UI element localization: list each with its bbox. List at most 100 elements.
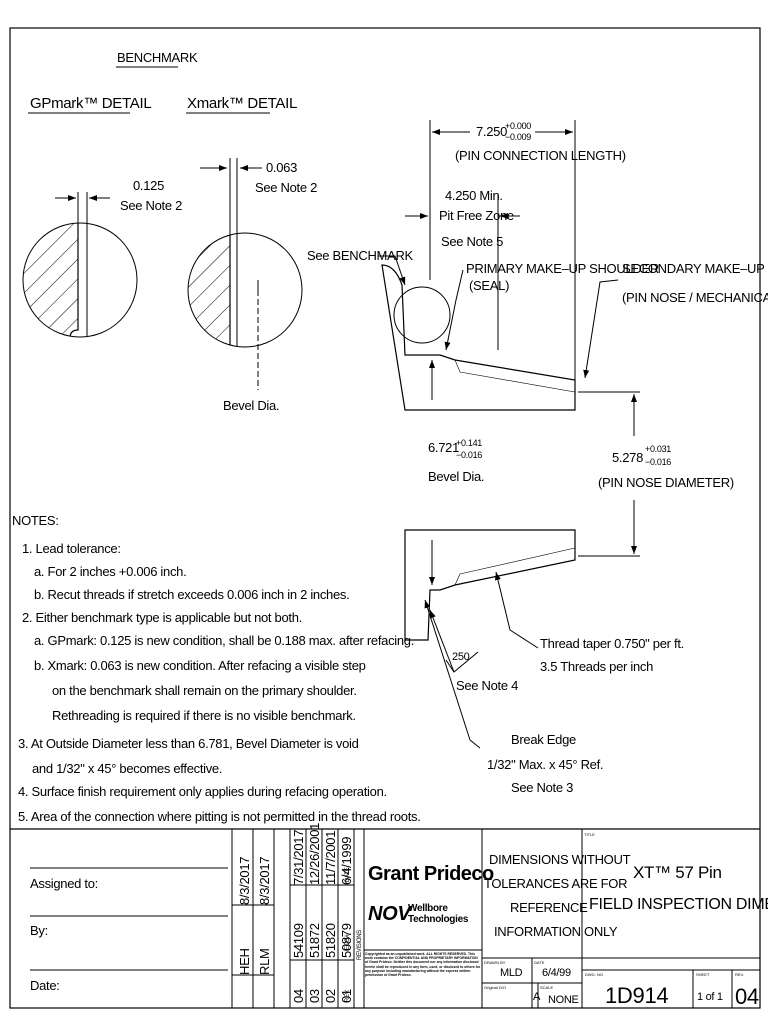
bevel-label: Bevel Dia. [428, 469, 484, 484]
pit-free-note: See Note 5 [441, 234, 503, 249]
revisions-header: REVISIONS [357, 930, 363, 960]
note-line: and 1/32" x 45° becomes effective. [32, 761, 222, 776]
tolerance-note: REFERENCE [510, 900, 588, 915]
primary-seal-label: (SEAL) [469, 278, 509, 293]
gpmark-dim: 0.125 [133, 178, 164, 193]
revision-date: 6/4/1999 [339, 837, 354, 885]
date-header: DATE [345, 867, 351, 882]
drawing-title-line2: FIELD INSPECTION DIMENSIONS [589, 896, 768, 913]
sheet-border [9, 27, 761, 1009]
svg-text:SCALE: SCALE [540, 985, 553, 990]
thread-taper-label: Thread taper 0.750" per ft. [540, 636, 684, 651]
svg-text:DRAWN BY: DRAWN BY [484, 960, 506, 965]
revision-date: 7/31/2017 [291, 830, 306, 885]
by-label: By: [30, 923, 48, 938]
finish-note: See Note 4 [456, 678, 518, 693]
xmark-dim: 0.063 [266, 160, 297, 175]
primary-shoulder-label: PRIMARY MAKE–UP SHOULDER [466, 261, 659, 276]
finish-value: 250 [452, 651, 470, 663]
benchmark-section: BENCHMARK GPmark™ DETAIL Xmark™ DETAIL 0… [22, 50, 317, 413]
date-label: Date: [30, 978, 60, 993]
approval-date: 8/3/2017 [257, 857, 272, 905]
note-line: Rethreading is required if there is no v… [52, 708, 356, 723]
assigned-to-label: Assigned to: [30, 876, 98, 891]
partner-logo: NOV [368, 903, 412, 925]
copyright-notice: Copyrighted as an unpublished work. ALL … [365, 952, 481, 978]
svg-text:REV.: REV. [735, 972, 744, 977]
partner-line2: Technologies [408, 914, 469, 925]
nose-value: 5.278 [612, 450, 643, 465]
benchmark-heading: BENCHMARK [117, 50, 198, 65]
svg-text:−0.016: −0.016 [456, 450, 482, 460]
note-line: on the benchmark shall remain on the pri… [52, 683, 357, 698]
dwg-number: 1D914 [605, 983, 668, 1008]
svg-text:Original D/O: Original D/O [484, 985, 506, 990]
approval-date: 8/3/2017 [237, 857, 252, 905]
svg-text:−0.016: −0.016 [645, 457, 671, 467]
revision-number: 03 [307, 989, 322, 1003]
xmark-bevel-label: Bevel Dia. [223, 398, 279, 413]
break-edge-note: See Note 3 [511, 780, 573, 795]
partner-line1: Wellbore [408, 903, 448, 914]
note-line: 2. Either benchmark type is applicable b… [22, 610, 302, 625]
note-line: b. Recut threads if stretch exceeds 0.00… [34, 587, 349, 602]
revision-eco: 51872 [307, 923, 322, 958]
break-edge-dim: 1/32" Max. x 45° Ref. [487, 757, 603, 772]
title-block: Assigned to: By: Date: 8/3/2017 8/3/2017… [10, 823, 768, 1009]
nose-label: (PIN NOSE DIAMETER) [598, 475, 734, 490]
xmark-detail: 0.063 See Note 2 Bevel Dia. [187, 158, 317, 413]
tolerance-note: TOLERANCES ARE FOR [484, 876, 627, 891]
eco-header: ECO# [345, 934, 351, 950]
revision-number: 02 [323, 989, 338, 1003]
bevel-value: 6.721 [428, 440, 459, 455]
note-line: b. Xmark: 0.063 is new condition. After … [34, 658, 366, 673]
revision-number: 01 [339, 989, 354, 1003]
svg-text:TITLE: TITLE [584, 832, 595, 837]
pit-free-label: Pit Free Zone [439, 208, 514, 223]
drawn-date: 6/4/99 [542, 967, 571, 979]
svg-text:+0.141: +0.141 [456, 438, 482, 448]
revision-eco: 51820 [323, 923, 338, 958]
note-line: 4. Surface finish requirement only appli… [18, 784, 387, 799]
pit-free-value: 4.250 Min. [445, 188, 503, 203]
revision-date: 11/7/2001 [323, 831, 338, 885]
note-line: 3. At Outside Diameter less than 6.781, … [18, 736, 359, 751]
notes-section: NOTES: 1. Lead tolerance: a. For 2 inche… [12, 513, 421, 824]
svg-text:DWG. NO.: DWG. NO. [585, 972, 604, 977]
note-line: 5. Area of the connection where pitting … [18, 809, 421, 824]
note-line: a. For 2 inches +0.006 inch. [34, 564, 186, 579]
pin-length-value: 7.250 [476, 124, 507, 139]
revision-date: 12/26/2001 [307, 823, 322, 885]
pin-lower-wall [404, 529, 576, 641]
revision-eco: 50879 [339, 923, 354, 958]
sheet-size: A [533, 991, 541, 1003]
note-line: 1. Lead tolerance: [22, 541, 121, 556]
gpmark-note: See Note 2 [120, 198, 182, 213]
secondary-shoulder-label: SECONDARY MAKE–UP SHOULDER [622, 261, 768, 276]
svg-text:+0.000: +0.000 [505, 121, 531, 131]
approval-initials: RLM [257, 948, 272, 975]
drawn-by: MLD [500, 967, 523, 979]
drawing-title-line1: XT™ 57 Pin [633, 863, 722, 882]
xmark-note: See Note 2 [255, 180, 317, 195]
revision-eco: 54109 [291, 923, 306, 958]
drawing-rev: 04 [735, 984, 759, 1009]
svg-text:DATE: DATE [534, 960, 545, 965]
break-edge-label: Break Edge [511, 732, 576, 747]
pin-section-view: 7.250 +0.000 −0.009 (PIN CONNECTION LENG… [307, 120, 768, 795]
gpmark-detail: 0.125 See Note 2 [22, 178, 182, 338]
pin-length-label: (PIN CONNECTION LENGTH) [455, 148, 626, 163]
secondary-sub-label: (PIN NOSE / MECHANICAL STOP) [622, 290, 768, 305]
sheet-number: 1 of 1 [697, 991, 723, 1003]
threads-per-inch-label: 3.5 Threads per inch [540, 659, 653, 674]
svg-text:+0.031: +0.031 [645, 444, 671, 454]
scale-value: NONE [548, 994, 579, 1006]
gpmark-title: GPmark™ DETAIL [30, 95, 151, 112]
notes-title: NOTES: [12, 513, 59, 528]
svg-text:SHEET: SHEET [696, 972, 710, 977]
approval-initials: HEH [237, 948, 252, 975]
tolerance-note: INFORMATION ONLY [494, 924, 618, 939]
xmark-title: Xmark™ DETAIL [187, 95, 297, 112]
tolerance-note: DIMENSIONS WITHOUT [489, 852, 631, 867]
